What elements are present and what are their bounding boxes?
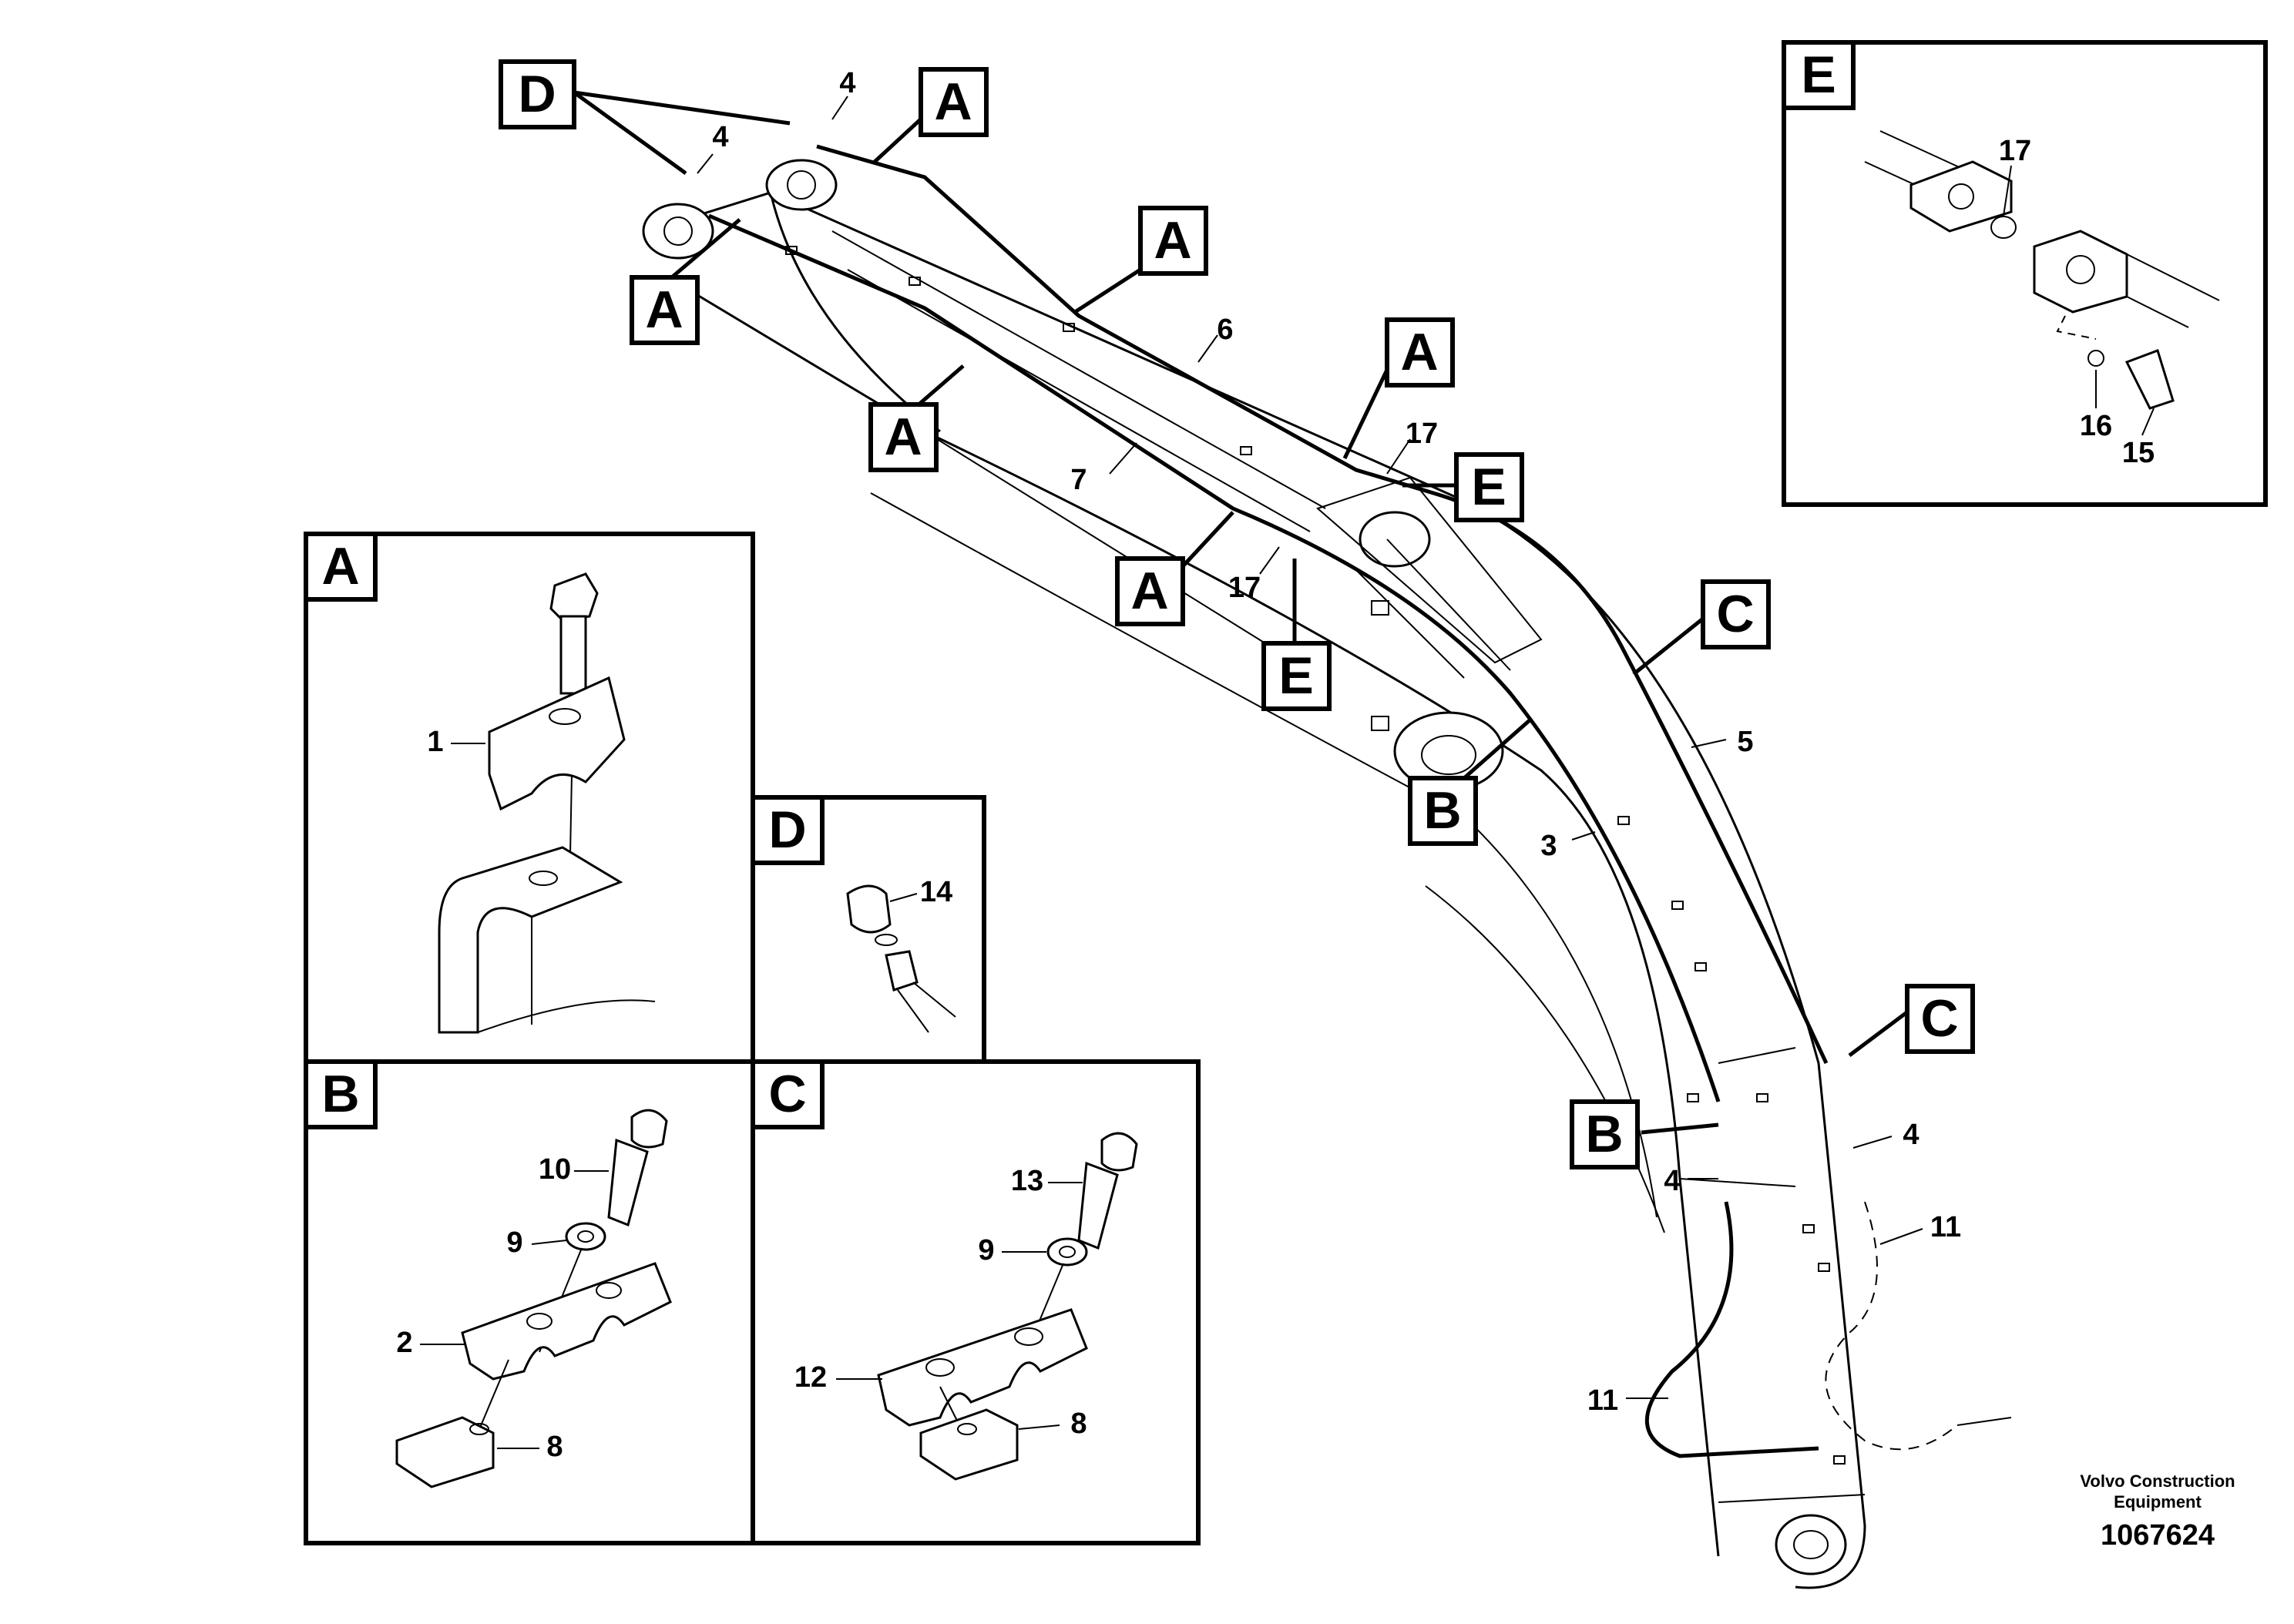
svg-text:B: B [1423, 781, 1461, 840]
svg-text:E: E [1278, 646, 1313, 705]
svg-text:A: A [1400, 323, 1438, 381]
callout-a-5: A [1385, 317, 1455, 388]
callout-b-2: B [1570, 1099, 1640, 1169]
detail-panel-a: A 1 [304, 532, 755, 1064]
svg-text:A: A [321, 537, 359, 596]
hose-lines [708, 144, 2012, 1458]
svg-text:4: 4 [712, 121, 728, 153]
part-labels-main: 4 4 6 7 17 17 5 3 4 4 11 11 [712, 67, 1961, 1417]
svg-text:E: E [1471, 458, 1506, 516]
svg-text:17: 17 [1406, 418, 1438, 450]
svg-text:1: 1 [427, 726, 443, 758]
svg-text:9: 9 [978, 1234, 994, 1267]
svg-text:3: 3 [1540, 830, 1557, 862]
callout-c-1: C [1701, 579, 1771, 649]
drawing-footer: Volvo Construction Equipment 1067624 [2080, 1471, 2235, 1552]
callout-b-1: B [1408, 776, 1478, 846]
svg-text:A: A [1154, 211, 1191, 270]
svg-text:4: 4 [839, 67, 855, 99]
svg-text:11: 11 [1930, 1211, 1961, 1243]
leader-lines [573, 90, 1923, 1399]
svg-text:B: B [321, 1065, 359, 1123]
svg-text:4: 4 [1903, 1119, 1919, 1151]
brand-line-1: Volvo Construction [2080, 1471, 2235, 1491]
callout-a-1: A [919, 67, 989, 137]
svg-text:12: 12 [794, 1361, 827, 1394]
boom-outline [642, 159, 1866, 1589]
svg-text:D: D [518, 65, 556, 123]
callout-c-2: C [1905, 984, 1975, 1054]
svg-text:A: A [884, 408, 922, 466]
svg-text:A: A [1130, 562, 1168, 620]
svg-text:B: B [1585, 1105, 1623, 1163]
svg-text:10: 10 [539, 1153, 571, 1186]
svg-text:8: 8 [546, 1431, 563, 1463]
svg-text:16: 16 [2080, 410, 2112, 442]
svg-text:11: 11 [1587, 1384, 1618, 1417]
svg-text:E: E [1801, 45, 1836, 104]
svg-text:C: C [1716, 585, 1754, 643]
callout-a-4: A [868, 402, 939, 472]
svg-text:14: 14 [920, 876, 952, 908]
svg-text:7: 7 [1070, 464, 1087, 496]
svg-text:6: 6 [1217, 314, 1233, 346]
svg-text:D: D [768, 800, 806, 859]
svg-text:17: 17 [1228, 572, 1261, 604]
svg-text:C: C [1920, 989, 1958, 1048]
svg-text:A: A [934, 72, 972, 131]
callout-e-1: E [1454, 452, 1524, 522]
svg-text:A: A [645, 280, 683, 339]
svg-text:13: 13 [1011, 1165, 1043, 1197]
callout-a-2: A [630, 275, 700, 345]
svg-text:5: 5 [1737, 726, 1753, 758]
svg-text:17: 17 [1999, 135, 2031, 167]
brand-line-2: Equipment [2114, 1492, 2202, 1512]
svg-text:9: 9 [506, 1226, 522, 1259]
detail-panel-b: B 10 9 2 8 [304, 1059, 755, 1545]
callout-a-3: A [1138, 206, 1208, 276]
detail-panel-c: C 13 9 12 8 [751, 1059, 1201, 1545]
detail-panel-e: E 17 16 15 [1782, 40, 2268, 507]
svg-text:4: 4 [1664, 1165, 1680, 1197]
callout-d: D [499, 59, 576, 129]
callout-e-2: E [1261, 641, 1332, 711]
svg-text:C: C [768, 1065, 806, 1123]
svg-text:15: 15 [2122, 437, 2155, 469]
svg-text:8: 8 [1070, 1408, 1087, 1440]
callout-a-6: A [1115, 556, 1185, 626]
svg-text:2: 2 [396, 1327, 412, 1359]
detail-panel-d: D 14 [751, 795, 986, 1064]
drawing-code: 1067624 [2101, 1519, 2215, 1552]
